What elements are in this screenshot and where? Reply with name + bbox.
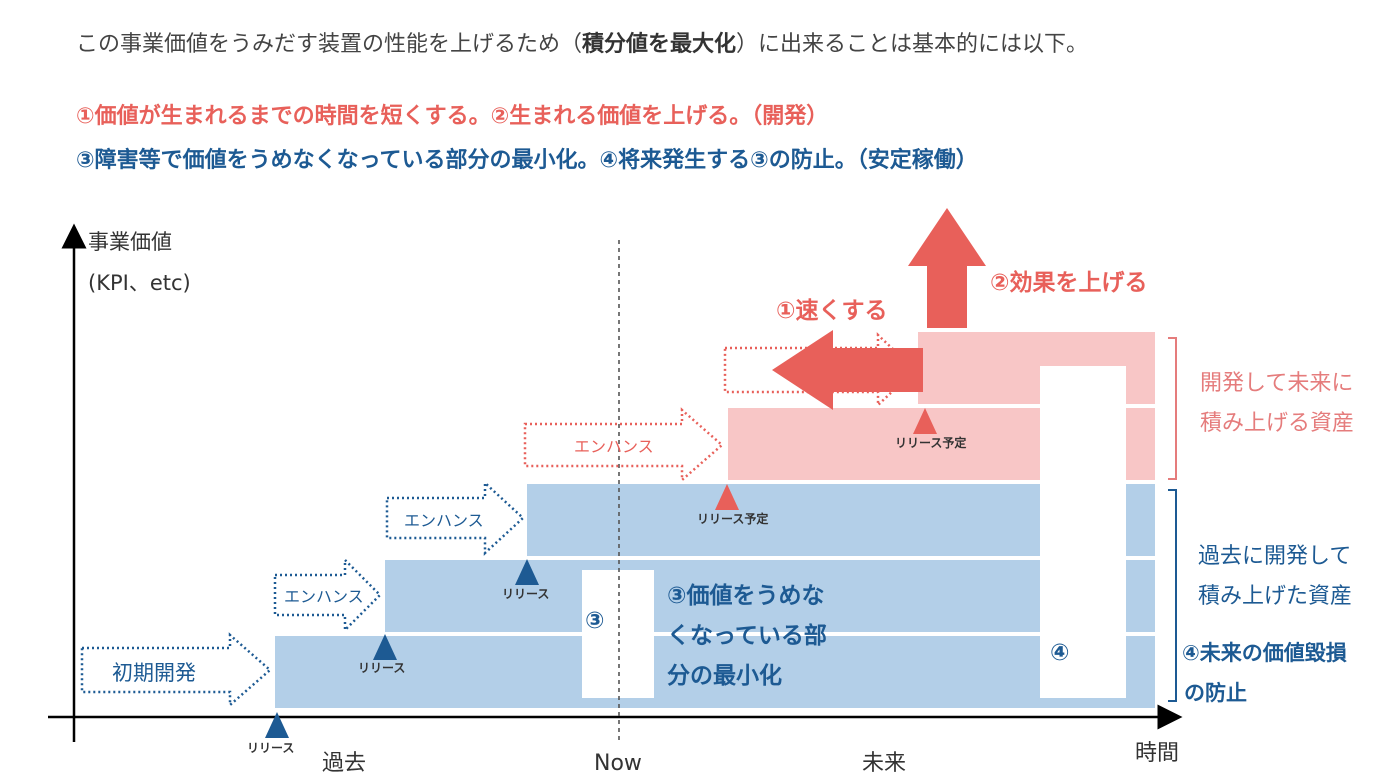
x-label-past: 過去 — [322, 751, 366, 776]
gap-4-marker: ④ — [1050, 640, 1069, 666]
faster-label: ①速くする — [776, 297, 887, 324]
release-markers — [265, 408, 937, 738]
release-planned-label-2: リリース予定 — [895, 435, 966, 450]
gap-3-block — [582, 570, 654, 698]
prevent-label-line-2: の防止 — [1184, 681, 1247, 705]
effect-up-arrow — [908, 208, 986, 328]
release-label-3: リリース — [502, 587, 549, 601]
future-asset-label-line-1: 開発して未来に — [1200, 371, 1353, 396]
initial-dev-label: 初期開発 — [112, 661, 196, 685]
release-marker-2 — [373, 634, 397, 660]
ops-goal-line: ③障害等で価値をうめなくなっている部分の最小化。④将来発生する③の防止。（安定稼… — [76, 148, 978, 173]
enhance-label-2: エンハンス — [404, 511, 484, 530]
release-label-2: リリース — [358, 661, 405, 675]
value-block-1 — [275, 636, 1155, 708]
gap-3-text-line-3: 分の最小化 — [667, 662, 782, 689]
y-axis-label: 事業価値 — [88, 230, 172, 254]
enhance-arrow-3 — [523, 407, 724, 483]
y-axis-sublabel: (KPI、etc) — [88, 271, 191, 295]
initial-dev-arrow — [80, 632, 272, 708]
enhance-arrow-4 — [723, 332, 917, 408]
enhance-label-1: エンハンス — [284, 587, 364, 606]
release-planned-label-1: リリース予定 — [697, 511, 768, 526]
release-planned-marker-2 — [913, 408, 937, 434]
release-label-1: リリース — [247, 741, 294, 755]
future-asset-bracket — [1168, 337, 1177, 480]
release-planned-marker-1 — [715, 484, 739, 510]
future-asset-label-line-2: 積み上げる資産 — [1200, 411, 1354, 436]
past-asset-label-line-2: 積み上げた資産 — [1198, 584, 1352, 609]
gap-4-block — [1040, 366, 1126, 698]
gap-3-text-line-1: ③価値をうめな — [667, 583, 824, 609]
x-label-now: Now — [594, 751, 642, 776]
faster-arrow — [772, 330, 923, 410]
enhance-arrow-2 — [385, 480, 525, 556]
x-label-time: 時間 — [1135, 741, 1179, 766]
intro-post: ）に出来ることは基本的には以下。 — [736, 32, 1089, 57]
gap-3-text-line-2: くなっている部 — [667, 622, 827, 649]
release-marker-3 — [515, 559, 539, 585]
x-label-future: 未来 — [862, 751, 906, 776]
prevent-label-line-1: ④未来の価値毀損 — [1182, 641, 1348, 665]
release-marker-1 — [265, 712, 289, 738]
past-asset-label-line-1: 過去に開発して — [1198, 544, 1351, 569]
enhance-label-3: エンハンス — [574, 437, 654, 456]
dev-goal-line: ①価値が生まれるまでの時間を短くする。②生まれる価値を上げる。（開発） — [76, 104, 829, 129]
value-block-2 — [385, 560, 1155, 632]
past-asset-bracket — [1168, 489, 1177, 702]
effect-label: ②効果を上げる — [990, 269, 1147, 296]
intro-text: この事業価値をうみだす装置の性能を上げるため（積分値を最大化）に出来ることは基本… — [76, 26, 1088, 58]
gap-3-marker: ③ — [585, 608, 604, 634]
intro-bold: 積分値を最大化 — [582, 32, 737, 57]
intro-pre: この事業価値をうみだす装置の性能を上げるため（ — [76, 32, 583, 57]
